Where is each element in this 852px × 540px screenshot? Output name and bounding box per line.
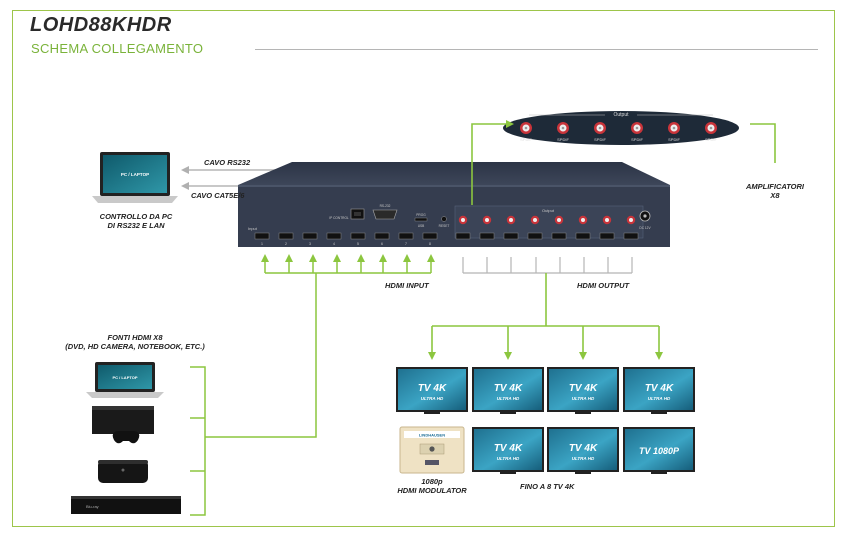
matrix-usb-label: USB — [418, 224, 425, 228]
control-laptop: PC / LAPTOP — [92, 152, 178, 203]
spdif-label: SPDIF — [705, 137, 717, 142]
tv-sublabel: ULTRA HD — [648, 396, 671, 401]
spdif-panel-title: Output — [613, 112, 629, 118]
tv-screen-1080p: TV 1080P — [623, 427, 695, 474]
hdmi-output-bracket — [462, 257, 633, 274]
matrix-input-hdmi-row — [254, 232, 438, 240]
tv-label: TV 4K — [418, 383, 447, 394]
amplificatori-label-line2: X8 — [770, 191, 780, 200]
spdif-label: SPDIF — [594, 137, 606, 142]
source-laptop: PC / LAPTOP — [86, 362, 164, 398]
amplifier-bracket — [750, 123, 776, 163]
matrix-input-number: 5 — [357, 242, 359, 246]
fonti-label-line2: (DVD, HD CAMERA, NOTEBOOK, ETC.) — [65, 342, 205, 351]
controllo-label-line2: DI RS232 E LAN — [107, 221, 165, 230]
matrix-ipcontrol-label: IP CONTROL — [329, 216, 349, 220]
media-streaming-box: ● — [98, 460, 148, 483]
usb-port — [414, 217, 428, 222]
tv-label: TV 4K — [569, 383, 598, 394]
matrix-input-number: 3 — [309, 242, 311, 246]
tv-label: TV 4K — [569, 443, 598, 454]
bluray-brand-text: Blu-ray — [86, 504, 99, 509]
diagram-frame — [12, 10, 835, 527]
tv-distribution-lines — [428, 273, 663, 360]
matrix-output-hdmi-row — [455, 232, 639, 240]
matrix-input-label: Input — [248, 226, 258, 231]
tv-screen: TV 4K ULTRA HD — [547, 427, 619, 474]
tv-sublabel: ULTRA HD — [421, 396, 444, 401]
matrix-rs232-label: RS-232 — [380, 204, 391, 208]
matrix-prog-label: PROG — [416, 213, 426, 217]
spdif-connection-line — [471, 120, 514, 205]
apple-logo-icon: ● — [121, 467, 125, 474]
fino-label: FINO A 8 TV 4K — [520, 482, 575, 491]
laptop-screen-text: PC / LAPTOP — [121, 172, 149, 177]
matrix-input-number: 4 — [333, 242, 335, 246]
hdmi-modulator: LINDHAUSEN — [399, 426, 465, 474]
tv-sublabel: ULTRA HD — [497, 456, 520, 461]
source-laptop-screen-text: PC / LAPTOP — [112, 375, 137, 380]
reset-button — [441, 216, 447, 222]
matrix-dc-label: DC 12V — [639, 226, 651, 230]
modulator-label-line2: HDMI MODULATOR — [397, 486, 467, 495]
rj45-port — [350, 208, 365, 220]
tv-label: TV 4K — [494, 443, 523, 454]
tv-screen: TV 4K ULTRA HD — [547, 367, 619, 414]
amplificatori-label-line1: AMPLIFICATORI — [745, 182, 805, 191]
amplificatori-label: AMPLIFICATORI X8 — [735, 182, 815, 200]
hdmi-output-label: HDMI OUTPUT — [577, 281, 630, 290]
fonti-label-line1: FONTI HDMI X8 — [107, 333, 163, 342]
spdif-label: SPDIF — [520, 137, 532, 142]
cavo-rs232-label: CAVO RS232 — [204, 158, 251, 167]
game-console — [92, 406, 154, 444]
matrix-input-number: 7 — [405, 242, 407, 246]
matrix-input-number: 2 — [285, 242, 287, 246]
tv-sublabel: ULTRA HD — [572, 456, 595, 461]
tv-sublabel: ULTRA HD — [497, 396, 520, 401]
matrix-input-number: 6 — [381, 242, 383, 246]
matrix-output-strip-label: Output — [542, 208, 555, 213]
spdif-label: SPDIF — [668, 137, 680, 142]
spdif-label: SPDIF — [631, 137, 643, 142]
matrix-input-number: 1 — [261, 242, 263, 246]
modulator-label-line1: 1080p — [421, 477, 443, 486]
cavo-cat-label: CAVO CAT5E/6 — [191, 191, 245, 200]
title-divider — [255, 49, 818, 50]
spdif-label: SPDIF — [557, 137, 569, 142]
bluray-player: Blu-ray — [71, 496, 181, 514]
tv-screen: TV 4K ULTRA HD — [396, 367, 468, 414]
tv-sublabel: ULTRA HD — [572, 396, 595, 401]
modulator-label: 1080p HDMI MODULATOR — [386, 477, 478, 495]
tv-label: TV 4K — [645, 383, 674, 394]
controllo-label-line1: CONTROLLO DA PC — [99, 212, 173, 221]
controllo-label: CONTROLLO DA PC DI RS232 E LAN — [86, 212, 186, 230]
hdmi-input-arrows — [205, 254, 435, 438]
page-title: LOHD88KHDR — [30, 14, 172, 36]
hdmi-input-label: HDMI INPUT — [385, 281, 429, 290]
tv-label: TV 4K — [494, 383, 523, 394]
matrix-reset-label: RESET — [439, 224, 450, 228]
matrix-input-number: 8 — [429, 242, 431, 246]
tv-label: TV 1080P — [639, 446, 680, 456]
tv-screen: TV 4K ULTRA HD — [472, 367, 544, 414]
spdif-rca-connectors — [520, 122, 717, 134]
sources-bracket — [190, 366, 206, 516]
tv-screen: TV 4K ULTRA HD — [623, 367, 695, 414]
tv-screen: TV 4K ULTRA HD — [472, 427, 544, 474]
db9-port — [372, 209, 398, 220]
fonti-label: FONTI HDMI X8 (DVD, HD CAMERA, NOTEBOOK,… — [50, 333, 220, 351]
matrix-switch: Output — [238, 162, 670, 247]
page-subtitle: SCHEMA COLLEGAMENTO — [31, 41, 204, 56]
matrix-output-rca-row — [458, 215, 636, 225]
modulator-brand-text: LINDHAUSEN — [419, 433, 445, 438]
spdif-output-panel: Output SPDIF SPDIF SPDIF SPDIF SPDIF SPD… — [503, 111, 739, 145]
